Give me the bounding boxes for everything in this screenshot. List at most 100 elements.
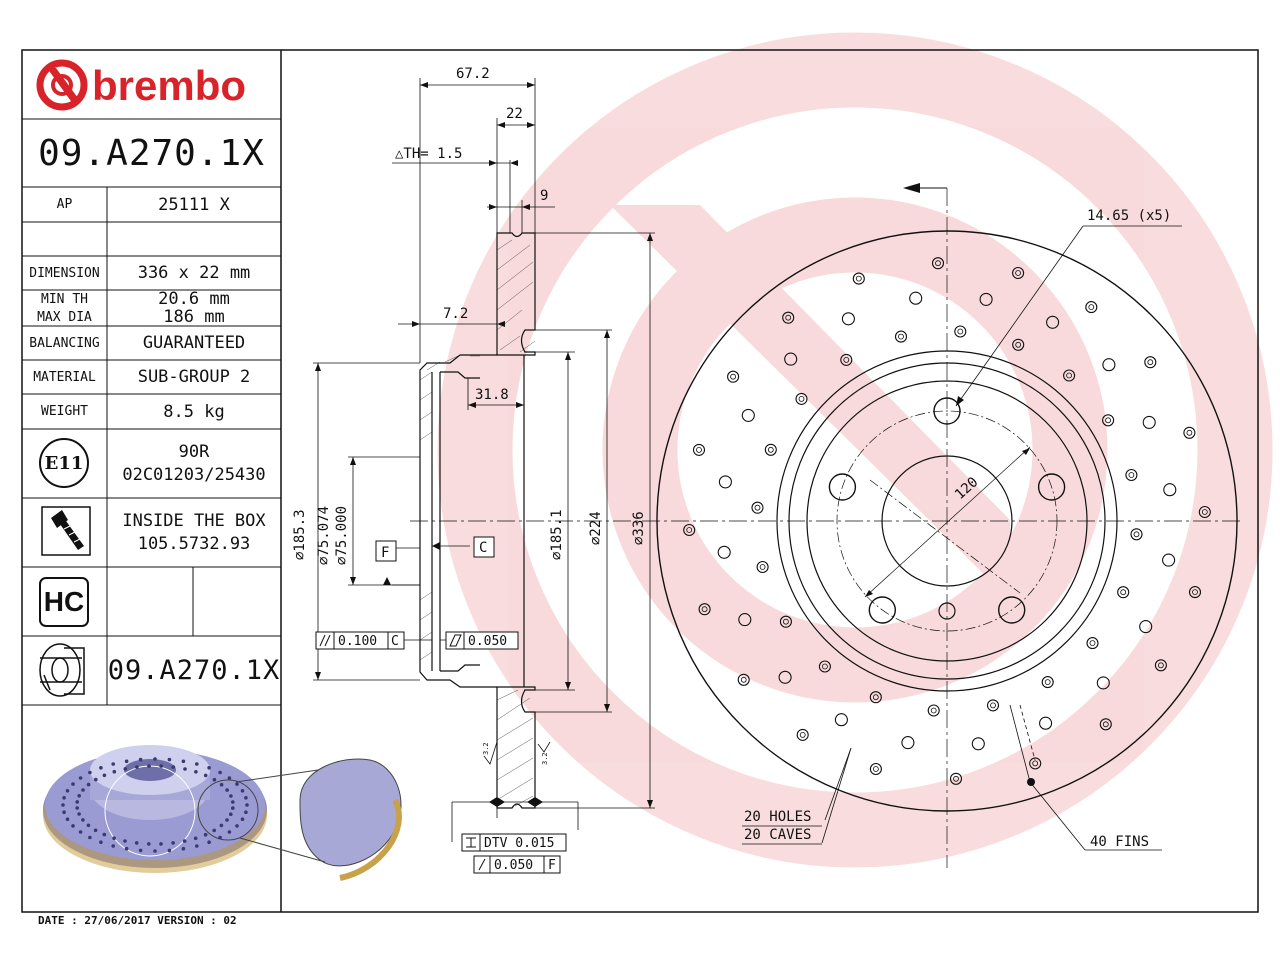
render-hole bbox=[153, 757, 157, 761]
render-hole bbox=[75, 806, 79, 810]
cave-mark bbox=[953, 775, 959, 782]
drill-hole bbox=[784, 352, 798, 366]
dim-hat-thickness: 22 bbox=[506, 106, 523, 122]
render-hole bbox=[81, 818, 85, 822]
spec-label-dimension: DIMENSION bbox=[29, 265, 100, 281]
render-hole bbox=[78, 776, 83, 780]
locator-hole bbox=[938, 602, 956, 620]
cave-mark bbox=[696, 446, 702, 453]
drill-hole bbox=[840, 353, 853, 366]
render-hole bbox=[240, 817, 245, 821]
drill-hole bbox=[869, 691, 882, 704]
drill-hole bbox=[1086, 637, 1099, 650]
render-hole bbox=[159, 764, 163, 768]
parallel-datum: C bbox=[391, 634, 399, 649]
cave-mark bbox=[1147, 359, 1154, 366]
render-hole bbox=[124, 759, 129, 764]
drill-hole bbox=[1063, 369, 1076, 382]
render-hole bbox=[93, 828, 98, 833]
render-hole bbox=[194, 770, 198, 774]
render-hole bbox=[159, 842, 163, 846]
render-hole bbox=[245, 803, 249, 807]
spec-value-max-dia: 186 mm bbox=[163, 307, 225, 327]
drill-hole bbox=[1102, 414, 1115, 427]
render-hole bbox=[229, 794, 233, 798]
drill-hole bbox=[1183, 426, 1196, 439]
drill-hole bbox=[1117, 586, 1130, 599]
drill-hole bbox=[834, 713, 848, 727]
screw-line1: INSIDE THE BOX bbox=[122, 511, 266, 531]
drill-hole bbox=[1012, 266, 1025, 280]
render-hole bbox=[99, 840, 103, 844]
render-hole bbox=[207, 766, 211, 770]
render-hole bbox=[71, 824, 75, 828]
dim-hat-depth: 31.8 bbox=[475, 387, 509, 403]
part-number: 09.A270.1X bbox=[38, 133, 265, 174]
render-hole bbox=[111, 762, 115, 766]
roughness-left: 3.2 bbox=[482, 742, 490, 755]
cave-mark bbox=[1201, 509, 1208, 515]
render-hole bbox=[171, 765, 176, 769]
cave-mark bbox=[1088, 304, 1095, 311]
dim-cheek: 9 bbox=[540, 188, 548, 204]
screw-line2: 105.5732.93 bbox=[137, 534, 251, 554]
render-hole bbox=[99, 766, 103, 770]
render-hole bbox=[138, 848, 143, 853]
bolt-hole bbox=[868, 596, 896, 624]
render-hole bbox=[86, 823, 91, 828]
cave-mark bbox=[990, 702, 996, 709]
dim-bore-max: ⌀75.074 bbox=[316, 506, 332, 565]
disc-3d-render bbox=[43, 745, 402, 881]
drill-hole bbox=[764, 443, 777, 456]
dim-inner-diameter: ⌀224 bbox=[588, 511, 604, 545]
cave-mark bbox=[686, 527, 693, 533]
cave-mark bbox=[1015, 341, 1022, 348]
render-hole bbox=[134, 841, 139, 845]
drill-hole bbox=[717, 545, 731, 559]
bolt-hole bbox=[933, 397, 961, 425]
front-view bbox=[656, 187, 1238, 868]
drill-hole bbox=[869, 762, 882, 776]
bottom-part-number: 09.A270.1X bbox=[107, 655, 281, 686]
render-hole bbox=[244, 796, 248, 800]
render-hole bbox=[77, 812, 81, 816]
render-hole bbox=[135, 765, 139, 769]
dim-hat-diameter: ⌀185.1 bbox=[549, 509, 565, 560]
ap-label: AP bbox=[56, 197, 73, 212]
drill-hole bbox=[901, 736, 915, 750]
cave-mark bbox=[799, 732, 806, 738]
cave-mark bbox=[930, 707, 937, 714]
render-hole bbox=[207, 840, 211, 844]
cave-mark bbox=[1105, 417, 1111, 424]
render-hole bbox=[219, 823, 224, 828]
e11-homologation-icon bbox=[39, 438, 89, 488]
render-hole bbox=[102, 773, 107, 778]
render-hole bbox=[182, 839, 187, 843]
drill-hole bbox=[1154, 659, 1167, 672]
render-hole bbox=[218, 770, 222, 775]
datum-f-label: F bbox=[381, 545, 389, 561]
caves-label: 20 CAVES bbox=[744, 827, 811, 843]
roughness-marks bbox=[483, 741, 551, 765]
datum-c-label: C bbox=[479, 540, 487, 556]
cave-mark bbox=[1102, 721, 1109, 728]
dim-outer-diameter: ⌀336 bbox=[631, 511, 647, 545]
runout-tolerance: 0.050 bbox=[494, 858, 533, 873]
drill-hole bbox=[741, 408, 755, 422]
spec-value-weight: 8.5 kg bbox=[163, 401, 225, 422]
fins-label: 40 FINS bbox=[1090, 834, 1149, 850]
drill-hole bbox=[751, 501, 764, 514]
bolt-hole bbox=[1037, 473, 1066, 501]
render-hole bbox=[112, 769, 117, 774]
cave-mark bbox=[822, 663, 828, 670]
render-hole bbox=[123, 839, 127, 843]
render-hole bbox=[123, 767, 128, 771]
drill-hole bbox=[894, 330, 908, 343]
hc-badge-icon bbox=[39, 577, 89, 627]
render-hole bbox=[62, 810, 66, 814]
drill-hole bbox=[779, 615, 792, 628]
render-hole bbox=[235, 782, 239, 786]
cave-mark bbox=[935, 260, 941, 267]
cave-mark bbox=[740, 676, 747, 683]
bolt-hole-callout: 14.65 (x5) bbox=[1087, 208, 1171, 224]
